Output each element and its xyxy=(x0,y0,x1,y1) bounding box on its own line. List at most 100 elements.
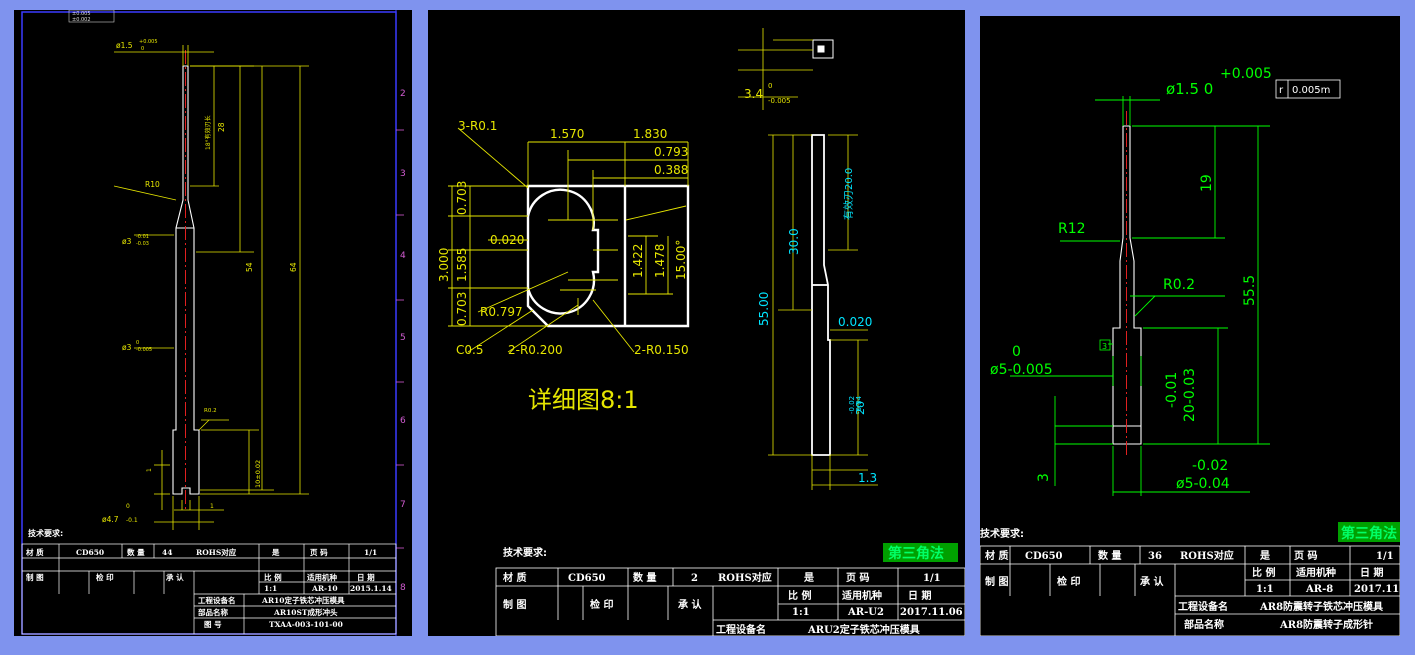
svg-text:2017.11.06: 2017.11.06 xyxy=(900,607,963,618)
dia-top-label: ø1.5 0 xyxy=(1166,80,1213,98)
svg-text:2015.1.14: 2015.1.14 xyxy=(350,584,392,593)
dim-0703-b: 0.703 xyxy=(455,292,469,326)
title-block: 材 质 CD650 数 量 44 ROHS对应 是 页 码 1/1 制 图 检 … xyxy=(21,543,397,635)
drawing-panel-aru2: 3.4 0 -0.005 xyxy=(428,10,965,636)
svg-text:+0.005: +0.005 xyxy=(1220,66,1272,82)
svg-text:0: 0 xyxy=(1012,344,1021,360)
svg-text:部品名称: 部品名称 xyxy=(198,607,228,617)
svg-text:6: 6 xyxy=(400,416,406,426)
svg-text:部品名称: 部品名称 xyxy=(1184,618,1224,631)
title-block: 材 质 CD650 数 量 36 ROHS对应 是 页 码 1/1 制 图 检 … xyxy=(980,545,1400,636)
svg-text:-0.1: -0.1 xyxy=(126,517,138,524)
tech-requirements: 技术要求: xyxy=(980,527,1024,540)
runout-frame xyxy=(1275,79,1341,99)
runout-value: 0.005m xyxy=(1292,85,1330,96)
svg-text:是: 是 xyxy=(271,547,280,557)
r10-label: R10 xyxy=(145,180,160,189)
svg-text:页 码: 页 码 xyxy=(846,572,869,584)
svg-text:适用机种: 适用机种 xyxy=(307,572,337,582)
svg-text:CD650: CD650 xyxy=(568,573,606,584)
svg-text:制 图: 制 图 xyxy=(985,575,1008,588)
svg-text:适用机种: 适用机种 xyxy=(1296,566,1336,579)
svg-text:制 图: 制 图 xyxy=(26,572,44,582)
dia47-label: ø4.7 xyxy=(102,515,119,524)
svg-text:ROHS对应: ROHS对应 xyxy=(718,571,772,584)
svg-text:AR10定子铁芯冲压模具: AR10定子铁芯冲压模具 xyxy=(261,595,345,605)
svg-text:检 印: 检 印 xyxy=(96,572,114,582)
dim-55: 55.00 xyxy=(757,292,771,326)
svg-text:日 期: 日 期 xyxy=(357,572,375,582)
svg-text:适用机种: 适用机种 xyxy=(842,589,882,602)
cad-drawing-ar8: 3 ø1.5 0 +0.005 R12 R0.2 19 55.5 0 ø5-0.… xyxy=(980,66,1400,636)
svg-text:检 印: 检 印 xyxy=(590,598,613,611)
dia-top-label: ø1.5 xyxy=(116,41,133,50)
svg-text:CD650: CD650 xyxy=(76,548,104,557)
dim-1-3: 1.3 xyxy=(858,471,877,485)
svg-text:-0.02: -0.02 xyxy=(1192,458,1228,474)
svg-text:2: 2 xyxy=(691,573,698,584)
tech-requirements: 技术要求: xyxy=(28,528,63,538)
svg-text:AR-8: AR-8 xyxy=(1305,584,1333,595)
svg-text:4: 4 xyxy=(400,251,406,261)
svg-text:AR8防震转子成形针: AR8防震转子成形针 xyxy=(1279,618,1373,631)
svg-text:比 例: 比 例 xyxy=(788,589,811,602)
svg-text:ARU2定子铁芯冲压模具: ARU2定子铁芯冲压模具 xyxy=(807,623,920,636)
r0150-label: 2-R0.150 xyxy=(634,343,689,357)
svg-text:-0.01: -0.01 xyxy=(1164,372,1180,408)
dim-1: 1 xyxy=(146,468,153,472)
dim-1478: 1.478 xyxy=(653,244,667,278)
svg-text:比 例: 比 例 xyxy=(1252,566,1275,579)
detail-scale-label: 详细图8:1 xyxy=(528,386,639,414)
svg-text:数 量: 数 量 xyxy=(633,571,656,584)
svg-text:+0.005: +0.005 xyxy=(139,39,158,45)
svg-text:承 认: 承 认 xyxy=(1140,575,1164,588)
svg-text:-0.04: -0.04 xyxy=(855,395,863,414)
svg-text:制 图: 制 图 xyxy=(503,598,526,611)
dim-0020: 0.020 xyxy=(490,233,524,247)
runout-symbol: r xyxy=(1279,85,1284,96)
dim-28: 28 xyxy=(217,122,226,132)
dim-3000: 3.000 xyxy=(437,248,451,282)
dia3b-label: ø3 xyxy=(122,343,132,352)
r02-label: R0.2 xyxy=(204,408,217,414)
svg-text:数 量: 数 量 xyxy=(127,547,145,557)
svg-text:0: 0 xyxy=(136,340,139,346)
svg-text:日 期: 日 期 xyxy=(1360,566,1383,579)
svg-text:日 期: 日 期 xyxy=(908,589,931,602)
svg-text:-0.005: -0.005 xyxy=(136,347,152,353)
dim-1830: 1.830 xyxy=(633,127,667,141)
dim-30: 30.0 xyxy=(787,228,801,255)
svg-text:TXAA-003-101-00: TXAA-003-101-00 xyxy=(269,620,343,629)
svg-text:3: 3 xyxy=(400,169,406,179)
svg-text:0: 0 xyxy=(768,82,772,90)
svg-text:第三角法: 第三角法 xyxy=(888,545,944,562)
dim-1b: 1 xyxy=(210,503,214,510)
svg-text:CD650: CD650 xyxy=(1025,551,1063,562)
svg-text:AR-U2: AR-U2 xyxy=(847,607,884,618)
r12-label: R12 xyxy=(1058,221,1086,237)
dim-3-4: 3.4 xyxy=(744,87,763,101)
svg-text:检 印: 检 印 xyxy=(1057,575,1080,588)
svg-text:36: 36 xyxy=(1148,551,1162,562)
top-label-2: ±0.002 xyxy=(72,17,91,23)
drawing-frame xyxy=(21,11,397,635)
svg-text:材 质: 材 质 xyxy=(503,571,526,584)
svg-text:44: 44 xyxy=(162,548,172,557)
svg-text:1/1: 1/1 xyxy=(1376,551,1394,562)
r01-label: 3-R0.1 xyxy=(458,119,497,133)
cad-drawing-aru2: 3.4 0 -0.005 xyxy=(437,28,965,636)
r0200-label: 2-R0.200 xyxy=(508,343,563,357)
svg-text:工程设备名: 工程设备名 xyxy=(716,623,766,636)
svg-text:8: 8 xyxy=(400,583,406,593)
svg-text:材 质: 材 质 xyxy=(26,547,44,557)
dim-0703-a: 0.703 xyxy=(455,181,469,215)
svg-text:图 号: 图 号 xyxy=(204,620,222,629)
dim-55-5: 55.5 xyxy=(1242,275,1258,306)
dim-0388: 0.388 xyxy=(654,163,688,177)
svg-text:页 码: 页 码 xyxy=(310,548,328,557)
tech-requirements: 技术要求: xyxy=(503,546,547,559)
dim-54: 54 xyxy=(245,262,254,272)
dim-3: 3 xyxy=(1036,473,1052,482)
svg-text:工程设备名: 工程设备名 xyxy=(198,595,236,605)
svg-text:承 认: 承 认 xyxy=(678,598,702,611)
